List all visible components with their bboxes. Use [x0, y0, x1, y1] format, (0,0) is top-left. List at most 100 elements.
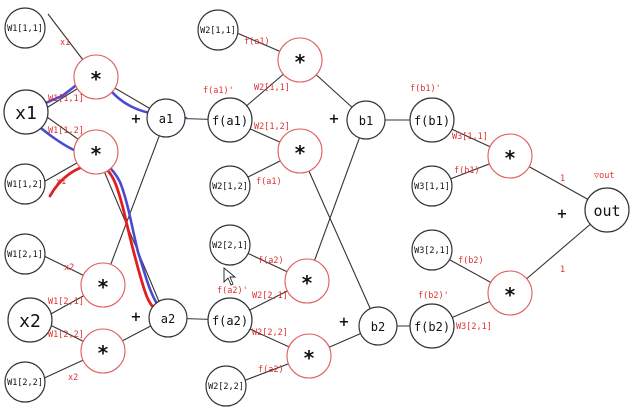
ann-fa2-prime: f(a2)'	[217, 286, 248, 296]
svg-text:*: *	[98, 275, 109, 299]
ann-fa1-bot: f(a1)	[256, 177, 282, 187]
svg-text:b2: b2	[371, 320, 385, 334]
plus-a1: +	[131, 112, 142, 127]
svg-text:*: *	[295, 50, 306, 74]
ann-w121-mid: W1[2,1]	[48, 297, 84, 307]
node-b2: b2	[358, 306, 398, 346]
mult-node-7: *	[284, 258, 330, 304]
ann-w221-mid: W2[2,1]	[252, 291, 288, 301]
plus-b1: +	[329, 112, 340, 127]
ann-fa2-top: f(a2)	[258, 256, 284, 266]
mouse-cursor-icon	[223, 267, 237, 286]
svg-text:a1: a1	[159, 112, 173, 126]
node-f-a1: f(a1)	[207, 97, 253, 143]
svg-text:a2: a2	[161, 312, 175, 326]
ann-fa1-prime: f(a1)'	[203, 86, 234, 96]
mult-node-10: *	[487, 270, 533, 316]
svg-text:*: *	[505, 146, 516, 170]
svg-text:*: *	[295, 141, 306, 165]
svg-text:f(a1): f(a1)	[212, 114, 248, 128]
ann-fa1-top: f(a1)	[244, 37, 270, 47]
node-a1: a1	[146, 98, 186, 138]
ann-fb1-prime: f(b1)'	[410, 84, 441, 94]
edge-annotations: x1 W1[1,1] W1[1,2] x1 x2 W1[2,1] W1[2,2]…	[48, 37, 614, 383]
node-w1-12: W1[1,2]	[4, 163, 46, 205]
svg-text:x2: x2	[19, 311, 41, 332]
node-b1: b1	[346, 100, 386, 140]
node-w1-11: W1[1,1]	[4, 7, 46, 49]
mult-node-8: *	[286, 333, 332, 379]
ann-one-top: 1	[560, 174, 565, 184]
svg-text:*: *	[505, 283, 516, 307]
node-x2: x2	[7, 297, 53, 343]
svg-text:W1[2,1]: W1[2,1]	[7, 250, 43, 260]
ann-w112-mid: W1[1,2]	[48, 126, 84, 136]
node-w2-12: W2[1,2]	[209, 165, 251, 207]
node-w1-21: W1[2,1]	[4, 233, 46, 275]
ann-w122-mid: W1[2,2]	[48, 330, 84, 340]
node-w2-22: W2[2,2]	[205, 365, 247, 407]
ann-fb1-low: f(b1)	[454, 166, 480, 176]
svg-text:b1: b1	[359, 114, 373, 128]
ann-fa2-bot: f(a2)	[258, 365, 284, 375]
ann-w111-mid: W1[1,1]	[48, 94, 84, 104]
svg-text:f(b1): f(b1)	[414, 114, 450, 128]
svg-text:W1[1,2]: W1[1,2]	[7, 180, 43, 190]
svg-text:out: out	[593, 202, 620, 220]
ann-x2-top: x2	[64, 263, 74, 273]
svg-text:W2[2,2]: W2[2,2]	[208, 382, 244, 392]
plus-b2: +	[339, 315, 350, 330]
node-w3-11: W3[1,1]	[411, 165, 453, 207]
ann-x1-bot: x1	[56, 177, 66, 187]
ann-fb2-prime: f(b2)'	[418, 291, 449, 301]
ann-x1-top: x1	[60, 38, 70, 48]
node-f-b1: f(b1)	[409, 97, 455, 143]
ann-w321-mid: W3[2,1]	[456, 322, 492, 332]
ann-x2-bot: x2	[68, 373, 78, 383]
svg-text:f(a2): f(a2)	[212, 314, 248, 328]
node-w3-21: W3[2,1]	[411, 229, 453, 271]
mult-node-1: *	[73, 54, 119, 100]
ann-fb2-top: f(b2)	[458, 256, 484, 266]
svg-text:W1[1,1]: W1[1,1]	[7, 24, 43, 34]
node-w1-22: W1[2,2]	[4, 361, 46, 403]
ann-grad-out: ▽out	[594, 171, 614, 181]
svg-text:W1[2,2]: W1[2,2]	[7, 378, 43, 388]
node-f-a2: f(a2)	[207, 297, 253, 343]
node-w2-11: W2[1,1]	[197, 9, 239, 51]
ann-w211-mid: W2[1,1]	[254, 83, 290, 93]
variable-nodes: W1[1,1] x1 W1[1,2] W1[2,1] x2 W1[2,2] a1	[3, 7, 630, 407]
node-out: out	[584, 187, 630, 233]
svg-text:W3[1,1]: W3[1,1]	[414, 182, 450, 192]
ann-one-bot: 1	[560, 265, 565, 275]
svg-text:W2[2,1]: W2[2,1]	[212, 241, 248, 251]
ann-w222-mid: W2[2,2]	[252, 328, 288, 338]
ann-w311-mid: W3[1,1]	[452, 132, 488, 142]
node-f-b2: f(b2)	[409, 303, 455, 349]
svg-text:*: *	[98, 341, 109, 365]
mult-node-4: *	[80, 328, 126, 374]
node-a2: a2	[148, 298, 188, 338]
svg-text:*: *	[91, 142, 102, 166]
mult-node-2: *	[73, 129, 119, 175]
node-w2-21: W2[2,1]	[209, 224, 251, 266]
svg-text:W2[1,1]: W2[1,1]	[200, 26, 236, 36]
mult-node-9: *	[487, 133, 533, 179]
plus-out: +	[557, 207, 568, 222]
svg-text:*: *	[304, 346, 315, 370]
mult-node-5: *	[277, 37, 323, 83]
svg-text:*: *	[91, 67, 102, 91]
multiply-nodes: * * * * * * * *	[73, 37, 533, 379]
plus-a2: +	[131, 310, 142, 325]
mult-node-3: *	[80, 262, 126, 308]
ann-w212-mid: W2[1,2]	[254, 122, 290, 132]
node-x1: x1	[3, 89, 49, 135]
svg-text:*: *	[302, 271, 313, 295]
mult-node-6: *	[277, 128, 323, 174]
svg-text:W2[1,2]: W2[1,2]	[212, 182, 248, 192]
svg-text:W3[2,1]: W3[2,1]	[414, 246, 450, 256]
svg-text:x1: x1	[15, 103, 37, 124]
plus-signs: + + + + +	[131, 112, 568, 330]
